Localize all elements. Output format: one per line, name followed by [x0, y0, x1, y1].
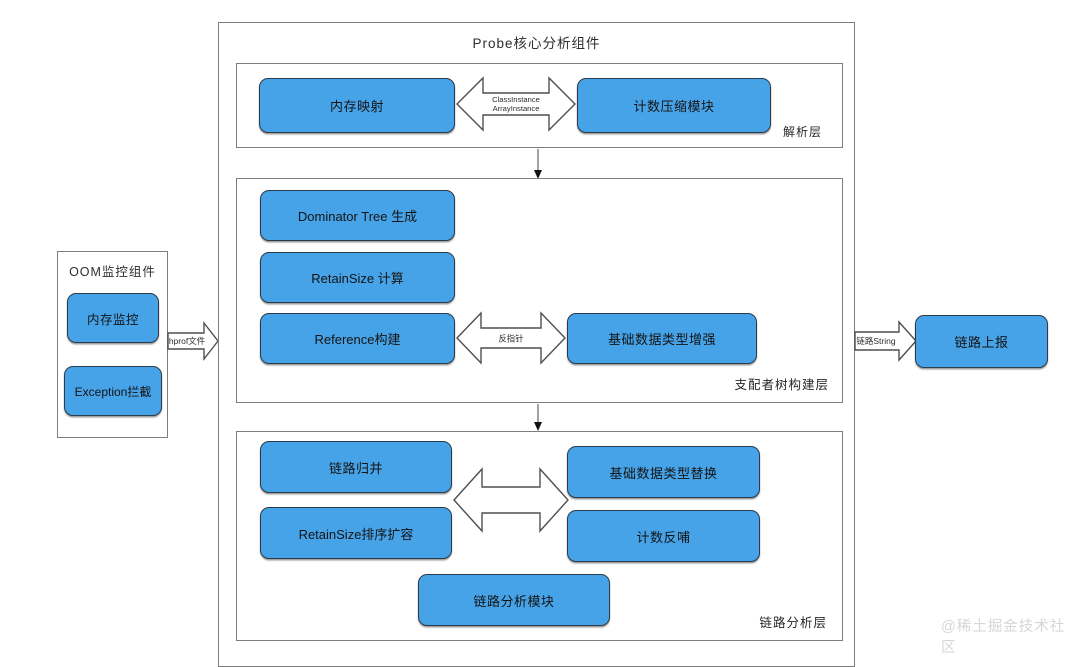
chain-string-label: 链路String	[856, 336, 895, 346]
node-exception-intercept: Exception拦截	[64, 366, 162, 416]
parse-layer-label: 解析层	[782, 125, 822, 139]
flow-arrow-down-1	[534, 149, 542, 179]
hprof-file-arrow: hprof文件	[167, 320, 219, 362]
node-memory-monitor: 内存监控	[67, 293, 159, 343]
node-reference-build: Reference构建	[260, 313, 455, 364]
node-chain-merge: 链路归并	[260, 441, 452, 493]
watermark: @稀土掘金技术社区	[941, 619, 1066, 656]
probe-panel-title: Probe核心分析组件	[472, 36, 601, 51]
back-pointer-bidirectional-arrow: 反指针	[456, 311, 566, 365]
parse-arrow-label-line1: ClassInstance	[492, 95, 540, 104]
node-retainsize-sort: RetainSize排序扩容	[260, 507, 452, 559]
parse-bidirectional-arrow: ClassInstance ArrayInstance	[456, 76, 576, 132]
oom-monitor-panel: OOM监控组件 内存监控 Exception拦截	[57, 251, 168, 438]
node-memory-mapping: 内存映射	[259, 78, 455, 133]
node-retainsize-calc: RetainSize 计算	[260, 252, 455, 303]
node-primitive-enhance: 基础数据类型增强	[567, 313, 757, 364]
back-pointer-label: 反指针	[498, 334, 523, 344]
node-count-compress: 计数压缩模块	[577, 78, 771, 133]
dominator-layer-label: 支配者树构建层	[734, 378, 829, 392]
node-primitive-replace: 基础数据类型替换	[567, 446, 760, 498]
node-chain-report: 链路上报	[915, 315, 1048, 368]
flow-arrow-down-2	[534, 404, 542, 431]
node-count-feedback: 计数反哺	[567, 510, 760, 562]
chain-layer-label: 链路分析层	[759, 616, 827, 630]
parse-arrow-label-line2: ArrayInstance	[493, 104, 540, 113]
chain-string-arrow: 链路String	[854, 320, 917, 362]
hprof-arrow-label: hprof文件	[169, 336, 206, 346]
node-dominator-tree: Dominator Tree 生成	[260, 190, 455, 241]
node-chain-analysis-module: 链路分析模块	[418, 574, 610, 626]
oom-panel-title: OOM监控组件	[69, 265, 156, 279]
chain-bidirectional-arrow	[453, 467, 569, 533]
